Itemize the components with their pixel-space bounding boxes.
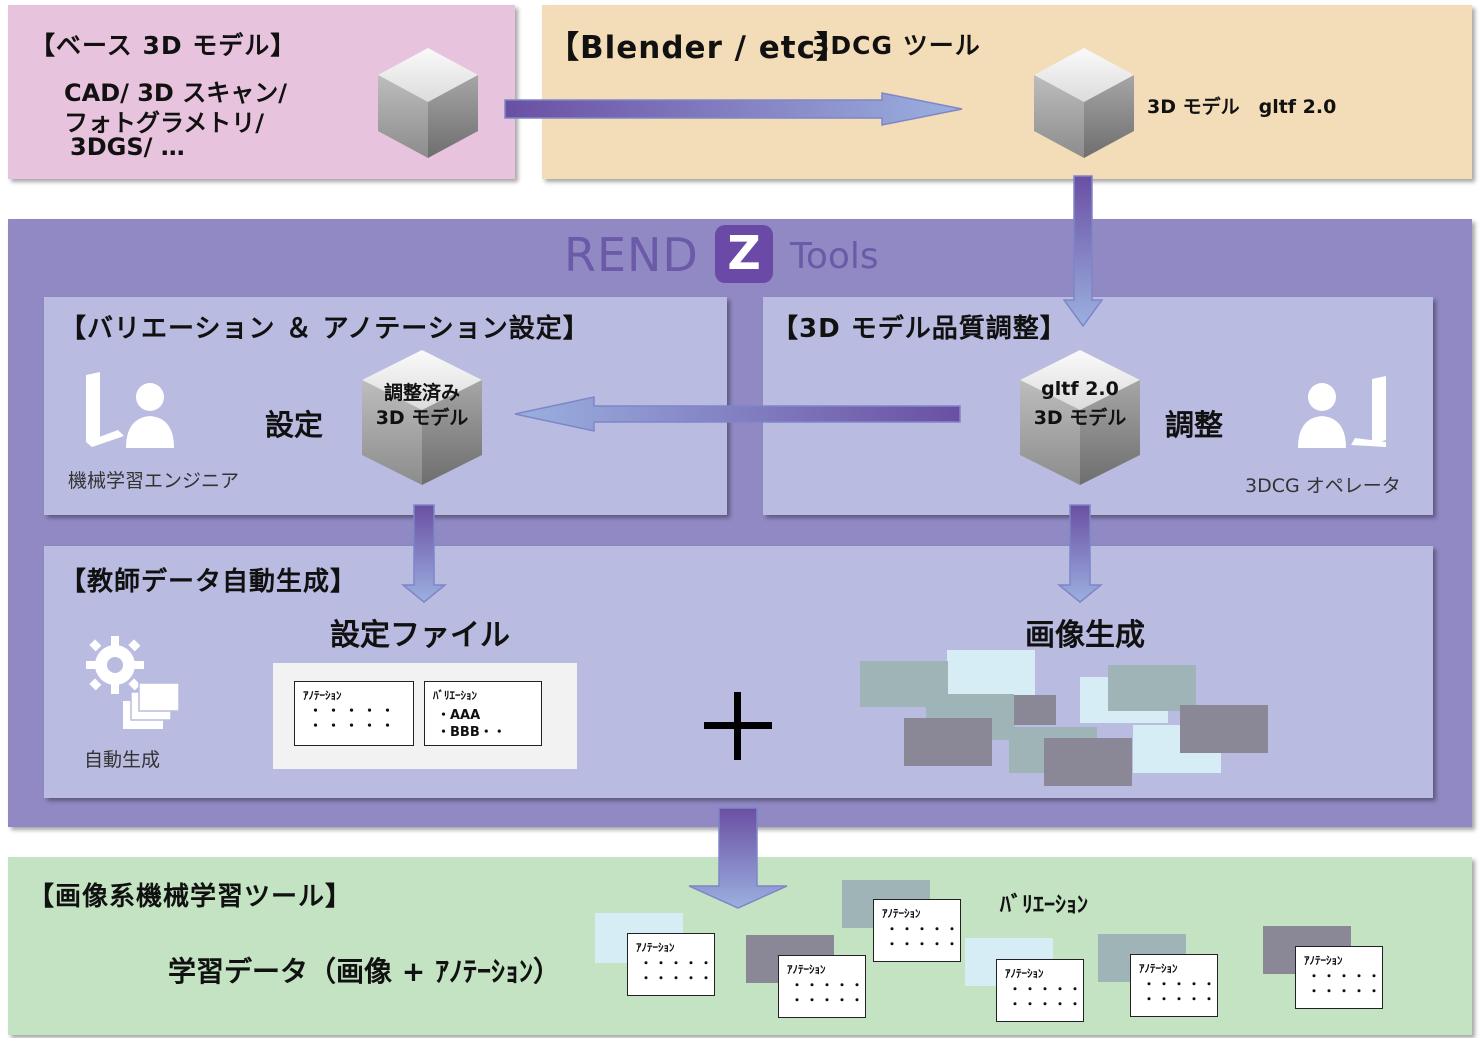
generated-image bbox=[1010, 695, 1056, 725]
variation-cube-line-1: 調整済み bbox=[383, 382, 460, 404]
arrow-left-icon bbox=[514, 396, 961, 432]
operator-icon bbox=[1298, 376, 1386, 448]
variation-panel-title: 【バリエーション ＆ アノテーション設定】 bbox=[60, 314, 590, 344]
quality-panel-title: 【3D モデル品質調整】 bbox=[772, 314, 1067, 344]
generated-image bbox=[1044, 738, 1132, 786]
cube-icon bbox=[378, 48, 478, 158]
training-card-label: ｱﾉﾃｰｼｮﾝ bbox=[1304, 954, 1343, 967]
base-model-line-3: 3DGS/ … bbox=[70, 133, 185, 161]
rendz-logo-rend: REND bbox=[564, 228, 699, 282]
config-file-title: 設定ファイル bbox=[330, 618, 510, 653]
cube-icon bbox=[362, 350, 482, 485]
training-card-label: ｱﾉﾃｰｼｮﾝ bbox=[636, 941, 675, 954]
training-annotation-card: ｱﾉﾃｰｼｮﾝ ・・・・・ ・・・・・ bbox=[778, 955, 866, 1018]
auto-generate-label: 自動生成 bbox=[84, 749, 161, 771]
training-card-label: ｱﾉﾃｰｼｮﾝ bbox=[882, 907, 921, 920]
generated-image bbox=[1180, 705, 1268, 753]
document-stack-icon bbox=[123, 682, 180, 729]
image-generation-title: 画像生成 bbox=[1025, 618, 1145, 653]
generated-image bbox=[1108, 665, 1196, 711]
config-variation-card: ﾊﾞﾘｴｰｼｮﾝ ・AAA ・BBB・・ bbox=[424, 681, 542, 746]
training-card-dots: ・・・・・ ・・・・・ bbox=[640, 956, 716, 985]
quality-role-label: 3DCG オペレータ bbox=[1245, 475, 1401, 497]
cg-tool-title: 【Blender / etc】 bbox=[548, 30, 848, 66]
training-card-label: ｱﾉﾃｰｼｮﾝ bbox=[1005, 967, 1044, 980]
ml-training-data-label: 学習データ（画像 + ｱﾉﾃｰｼｮﾝ） bbox=[168, 955, 561, 988]
quality-action-label: 調整 bbox=[1165, 408, 1224, 442]
training-annotation-card: ｱﾉﾃｰｼｮﾝ ・・・・・ ・・・・・ bbox=[873, 899, 961, 962]
training-card-dots: ・・・・・ ・・・・・ bbox=[1009, 982, 1085, 1011]
cg-tool-subtitle: 3DCG ツール bbox=[812, 31, 981, 60]
config-annotation-card-dots: ・・・・・ ・・・・・ bbox=[309, 704, 400, 734]
base-model-title: 【ベース 3D モデル】 bbox=[30, 31, 297, 60]
gear-icon bbox=[86, 636, 144, 694]
quality-cube-line-1: gltf 2.0 bbox=[1041, 378, 1119, 400]
variation-action-label: 設定 bbox=[265, 408, 324, 442]
arrow-down-icon bbox=[1056, 504, 1104, 603]
training-card-label: ｱﾉﾃｰｼｮﾝ bbox=[1139, 962, 1178, 975]
config-variation-card-line-2: ・BBB・・ bbox=[437, 725, 506, 740]
cube-icon bbox=[1020, 350, 1140, 485]
rendz-logo-z-badge bbox=[715, 225, 773, 283]
training-card-dots: ・・・・・ ・・・・・ bbox=[1143, 977, 1219, 1006]
generated-image bbox=[947, 650, 1035, 696]
cube-icon bbox=[1034, 48, 1134, 158]
training-annotation-card: ｱﾉﾃｰｼｮﾝ ・・・・・ ・・・・・ bbox=[1130, 954, 1218, 1017]
engineer-icon bbox=[86, 372, 174, 448]
arrow-down-icon bbox=[688, 807, 788, 909]
generated-image bbox=[904, 718, 992, 766]
arrow-down-icon bbox=[400, 504, 448, 603]
cg-tool-model-label: 3D モデル gltf 2.0 bbox=[1147, 96, 1337, 118]
base-model-line-1: CAD/ 3D スキャン/ bbox=[64, 79, 287, 107]
arrow-right-icon bbox=[504, 92, 963, 126]
training-card-dots: ・・・・・ ・・・・・ bbox=[886, 922, 962, 951]
rendz-logo-tools: Tools bbox=[790, 236, 879, 277]
training-annotation-card: ｱﾉﾃｰｼｮﾝ ・・・・・ ・・・・・ bbox=[1295, 946, 1383, 1009]
training-card-dots: ・・・・・ ・・・・・ bbox=[791, 978, 867, 1007]
training-annotation-card: ｱﾉﾃｰｼｮﾝ ・・・・・ ・・・・・ bbox=[627, 933, 715, 996]
variation-role-label: 機械学習エンジニア bbox=[68, 470, 240, 492]
cg-tool-panel bbox=[542, 5, 1472, 179]
ml-tool-title: 【画像系機械学習ツール】 bbox=[28, 882, 353, 912]
ml-variation-label: ﾊﾞﾘｴｰｼｮﾝ bbox=[1000, 893, 1089, 918]
config-annotation-card-label: ｱﾉﾃｰｼｮﾝ bbox=[303, 689, 342, 702]
config-annotation-card: ｱﾉﾃｰｼｮﾝ ・・・・・ ・・・・・ bbox=[294, 681, 414, 746]
quality-cube-line-2: 3D モデル bbox=[1033, 407, 1127, 429]
training-card-label: ｱﾉﾃｰｼｮﾝ bbox=[787, 963, 826, 976]
rendz-logo-z: Z bbox=[727, 226, 761, 280]
plus-sign-vertical bbox=[734, 692, 741, 760]
teacher-data-title: 【教師データ自動生成】 bbox=[60, 567, 358, 597]
arrow-down-icon bbox=[1062, 175, 1104, 328]
config-variation-card-line-1: ・AAA bbox=[437, 708, 481, 723]
training-card-dots: ・・・・・ ・・・・・ bbox=[1308, 969, 1384, 998]
base-model-line-2: フォトグラメトリ/ bbox=[64, 109, 265, 137]
training-annotation-card: ｱﾉﾃｰｼｮﾝ ・・・・・ ・・・・・ bbox=[996, 959, 1084, 1022]
variation-cube-line-2: 3D モデル bbox=[375, 407, 469, 429]
config-variation-card-label: ﾊﾞﾘｴｰｼｮﾝ bbox=[433, 689, 477, 702]
